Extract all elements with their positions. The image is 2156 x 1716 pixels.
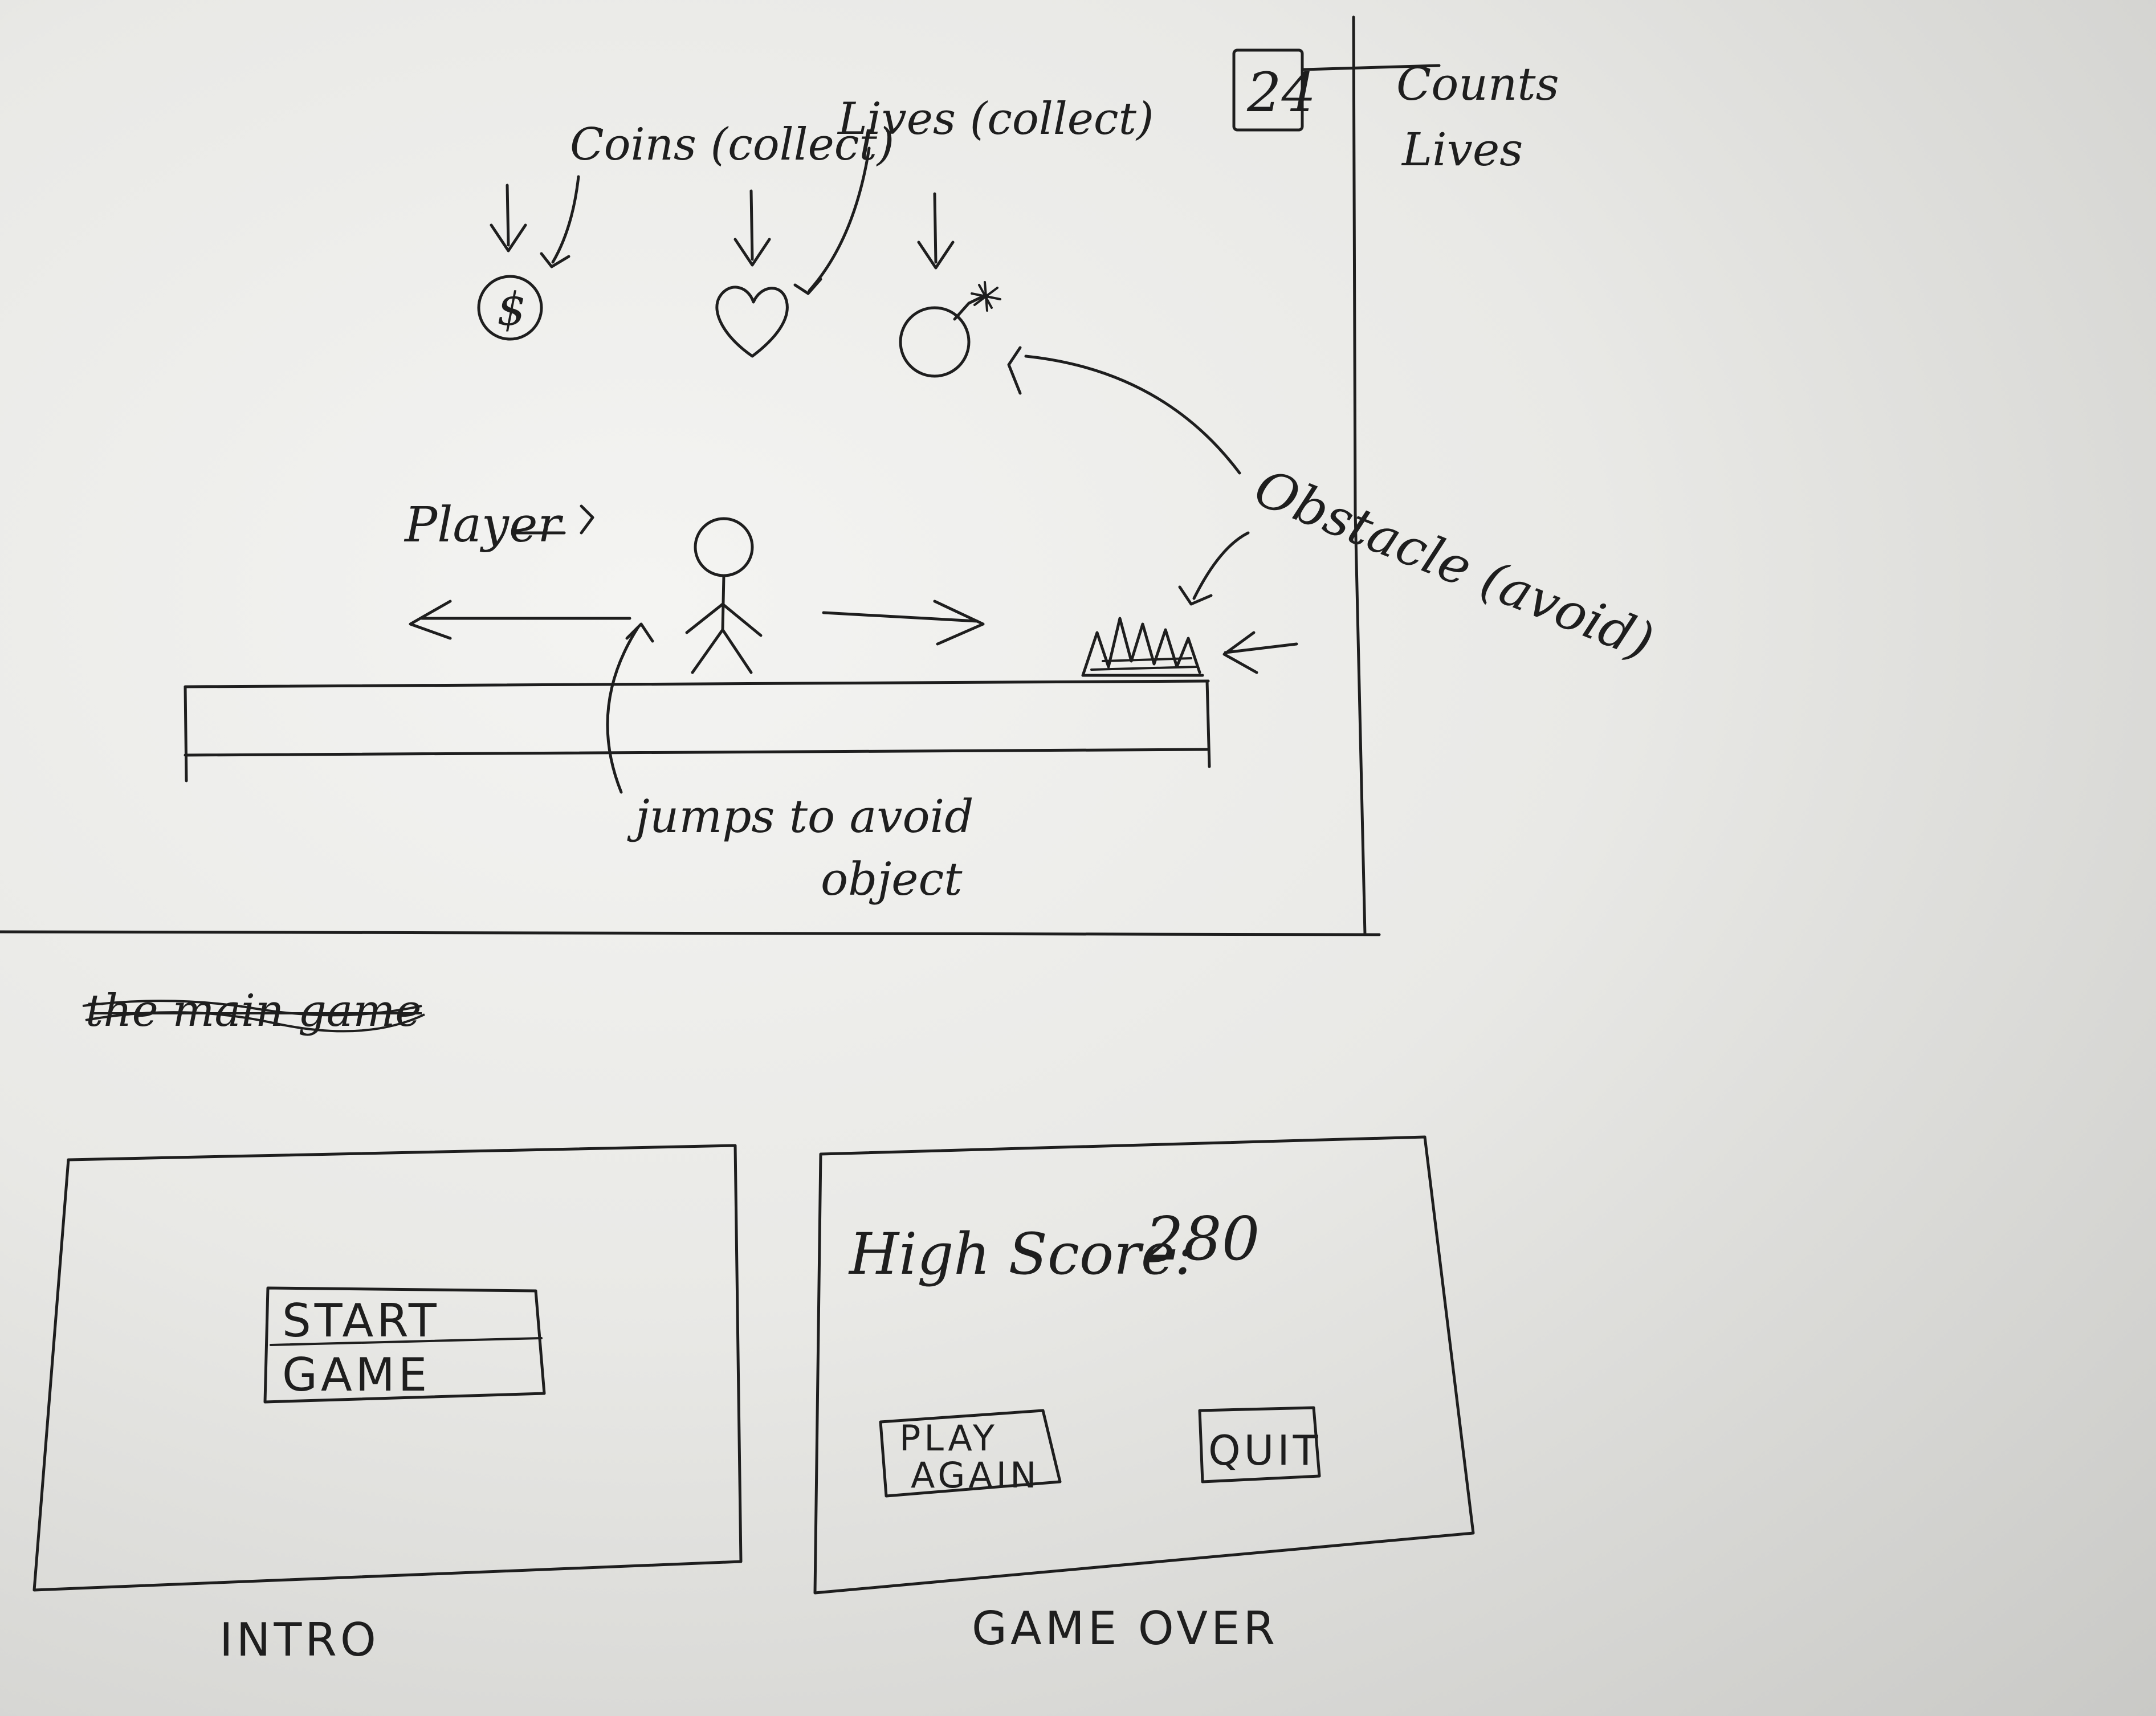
coins-pointer-arrow bbox=[540, 175, 580, 268]
heart-icon bbox=[715, 286, 789, 358]
intro-screen: START GAME INTRO bbox=[32, 1144, 743, 1666]
spikes-obstacle bbox=[1081, 617, 1204, 677]
coin-icon: $ bbox=[477, 275, 543, 341]
move-left-arrow bbox=[409, 600, 631, 640]
jump-pointer-arrow bbox=[606, 622, 654, 794]
jump-label-line2: object bbox=[821, 853, 963, 906]
start-game-label-line1: START bbox=[282, 1294, 440, 1347]
ground-platform bbox=[184, 679, 1211, 782]
crossed-out-text: the main game bbox=[85, 985, 422, 1037]
lives-counter: 24 Counts Lives bbox=[1232, 48, 1559, 176]
obstacle-label: Obstacle (avoid) bbox=[1246, 458, 1662, 672]
coins-label: Coins (collect) bbox=[570, 119, 894, 170]
play-again-label-line1: PLAY bbox=[899, 1417, 998, 1459]
play-again-button[interactable]: PLAY AGAIN bbox=[879, 1409, 1062, 1498]
spikes-pointer-arrow bbox=[1222, 631, 1298, 674]
player-label: Player bbox=[404, 497, 563, 553]
bomb-icon bbox=[899, 281, 1001, 378]
stick-figure-player bbox=[685, 517, 763, 674]
lives-pointer-arrow bbox=[793, 146, 871, 295]
start-game-button[interactable]: START GAME bbox=[263, 1286, 546, 1404]
start-game-label-line2: GAME bbox=[282, 1348, 430, 1401]
game-over-caption: GAME OVER bbox=[972, 1602, 1278, 1655]
player-label-underline bbox=[514, 504, 594, 535]
crossed-out-note: the main game bbox=[82, 985, 425, 1037]
high-score-value: 280 bbox=[1145, 1204, 1260, 1274]
game-over-screen: High Score: 280 PLAY AGAIN QUIT GAME OVE… bbox=[813, 1135, 1475, 1655]
down-arrows bbox=[490, 184, 955, 270]
counter-label-line1: Counts bbox=[1396, 58, 1559, 111]
lives-label: Lives (collect) bbox=[837, 93, 1154, 145]
game-screen-frame bbox=[0, 15, 1381, 936]
move-right-arrow bbox=[822, 600, 985, 646]
high-score-label: High Score: bbox=[848, 1221, 1194, 1287]
obstacle-pointer-bomb bbox=[1007, 346, 1241, 475]
jump-label-line1: jumps to avoid bbox=[627, 790, 973, 843]
quit-label: QUIT bbox=[1208, 1426, 1322, 1474]
obstacle-pointer-spikes bbox=[1178, 531, 1250, 606]
coin-symbol: $ bbox=[497, 283, 526, 336]
play-again-label-line2: AGAIN bbox=[911, 1454, 1040, 1496]
counter-label-line2: Lives bbox=[1401, 123, 1523, 176]
lives-counter-value: 24 bbox=[1246, 62, 1316, 124]
quit-button[interactable]: QUIT bbox=[1198, 1406, 1322, 1483]
intro-caption: INTRO bbox=[219, 1613, 380, 1666]
